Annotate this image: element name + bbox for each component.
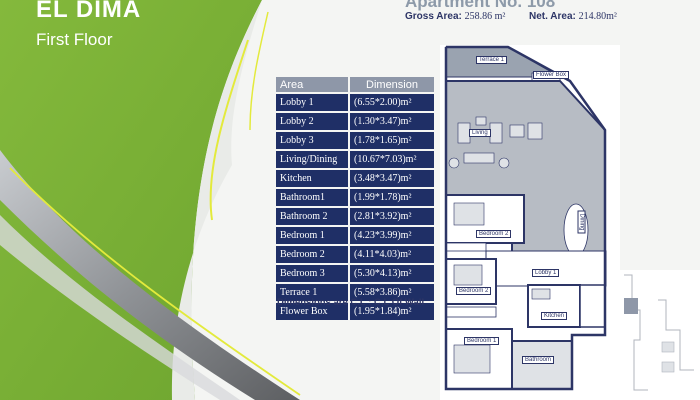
room-dimension: (1.95*1.84)m²	[350, 303, 434, 320]
key-map	[618, 270, 700, 400]
area-summary: Gross Area: 258.86 m² Net. Area: 214.80m…	[405, 11, 617, 22]
room-dimension: (6.55*2.00)m²	[350, 94, 434, 111]
room-name: Living/Dining	[276, 151, 350, 168]
table-row: Bedroom 2(4.11*4.03)m²	[276, 246, 434, 263]
header-dimension: Dimension	[350, 77, 434, 92]
room-name: Bathroom1	[276, 189, 350, 206]
bedroom2b-label: Bedroom 2	[456, 287, 492, 295]
bathroom-label: Bathroom	[522, 356, 555, 364]
room-dimension: (1.99*1.78)m²	[350, 189, 434, 206]
flower-box-label: Flower Box	[533, 71, 570, 79]
dimension-note: Dimensions are C.L : C.L Of Wall	[277, 297, 425, 308]
room-dimension: (5.58*3.86)m²	[350, 284, 434, 301]
room-dimension: (4.23*3.99)m²	[350, 227, 434, 244]
room-name: Terrace 1	[276, 284, 350, 301]
table-row: Bathroom 2(2.81*3.92)m²	[276, 208, 434, 225]
table-row: Kitchen(3.48*3.47)m²	[276, 170, 434, 187]
room-dimension: (4.11*4.03)m²	[350, 246, 434, 263]
room-name: Bedroom 3	[276, 265, 350, 282]
table-row: Bedroom 3(5.30*4.13)m²	[276, 265, 434, 282]
terrace-label: Terrace 1	[476, 56, 508, 64]
kitchen-label: Kitchen	[541, 312, 568, 320]
living-label: Living	[469, 129, 491, 137]
lobby1-label: Lobby 1	[532, 269, 560, 277]
room-name: Lobby 1	[276, 94, 350, 111]
room-name: Lobby 3	[276, 132, 350, 149]
table-row: Bedroom 1(4.23*3.99)m²	[276, 227, 434, 244]
dining-label: Dining	[577, 210, 586, 234]
table-row: Terrace 1(5.58*3.86)m²	[276, 284, 434, 301]
table-header-row: Area Dimension	[276, 77, 434, 92]
table-row: Lobby 3(1.78*1.65)m²	[276, 132, 434, 149]
room-name: Lobby 2	[276, 113, 350, 130]
header-area: Area	[276, 77, 350, 92]
gross-area-label: Gross Area:	[405, 11, 462, 22]
brand-subtitle: First Floor	[36, 30, 113, 49]
room-dimension: (10.67*7.03)m²	[350, 151, 434, 168]
table-row: Lobby 1(6.55*2.00)m²	[276, 94, 434, 111]
gross-area-value: 258.86 m²	[464, 11, 506, 22]
room-dimension: (5.30*4.13)m²	[350, 265, 434, 282]
room-name: Bedroom 2	[276, 246, 350, 263]
room-dimension: (3.48*3.47)m²	[350, 170, 434, 187]
room-dimension: (1.78*1.65)m²	[350, 132, 434, 149]
room-dimension: (1.30*3.47)m²	[350, 113, 434, 130]
net-area-value: 214.80m²	[578, 11, 617, 22]
floor-plan	[440, 45, 620, 400]
table-row: Flower Box(1.95*1.84)m²	[276, 303, 434, 320]
room-name: Bedroom 1	[276, 227, 350, 244]
net-area-label: Net. Area:	[529, 11, 576, 22]
table-row: Living/Dining(10.67*7.03)m²	[276, 151, 434, 168]
dimension-table: Area Dimension Lobby 1(6.55*2.00)m² Lobb…	[276, 75, 434, 322]
table-row: Bathroom1(1.99*1.78)m²	[276, 189, 434, 206]
room-name: Bathroom 2	[276, 208, 350, 225]
apartment-title: Apartment No. 108	[405, 0, 556, 11]
table-row: Lobby 2(1.30*3.47)m²	[276, 113, 434, 130]
room-name: Kitchen	[276, 170, 350, 187]
bedroom1-label: Bedroom 1	[464, 337, 500, 345]
room-dimension: (2.81*3.92)m²	[350, 208, 434, 225]
bedroom2-label: Bedroom 2	[476, 230, 512, 238]
room-name: Flower Box	[276, 303, 350, 320]
brand-title: EL DIMA	[36, 0, 142, 23]
brand-block: EL DIMA First Floor	[36, 0, 141, 50]
